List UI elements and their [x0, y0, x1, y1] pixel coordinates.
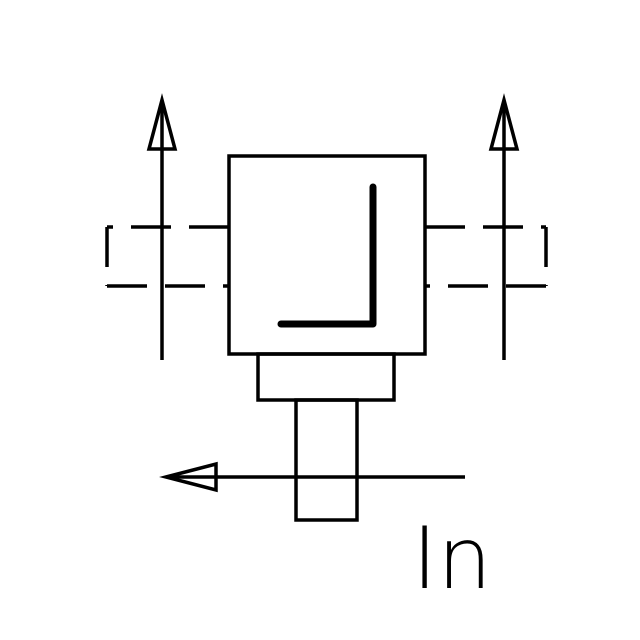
right-output-shaft-dashed [425, 225, 548, 288]
right-angle-gear-symbol [277, 183, 377, 328]
input-shaft [294, 398, 359, 522]
left-up-arrow [146, 93, 178, 360]
input-left-arrow [159, 461, 465, 493]
left-output-shaft-dashed [105, 225, 229, 288]
input-label: In [412, 509, 492, 609]
right-up-arrow [488, 93, 520, 360]
input-flange [256, 352, 396, 402]
